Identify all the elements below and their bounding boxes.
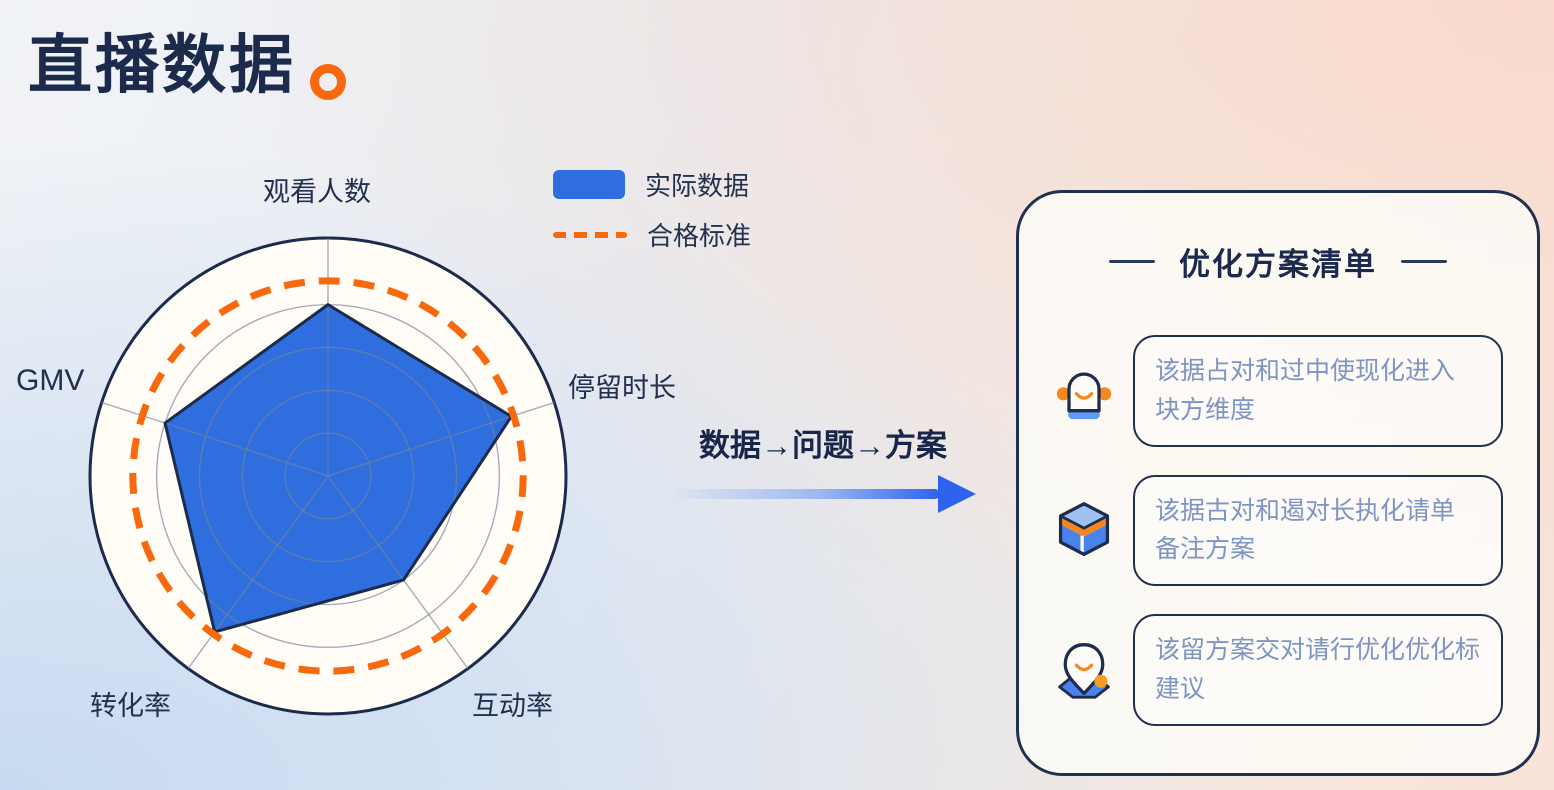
axis-label-viewers: 观看人数: [263, 177, 371, 207]
title-dash-right: [1401, 260, 1447, 263]
legend: 实际数据 合格标准: [553, 166, 751, 253]
plan-item-2: 该据古对和遏对长执化请单 备注方案: [1053, 474, 1503, 586]
axis-label-stay-time: 停留时长: [568, 373, 676, 403]
legend-label-actual: 实际数据: [645, 171, 750, 201]
legend-row-standard: 合格标准: [553, 216, 751, 253]
title-dash-left: [1109, 260, 1155, 263]
person-icon: [1053, 639, 1115, 701]
legend-swatch-actual: [553, 170, 625, 199]
plan-item-text: 该据占对和过中使现化进入 块方维度: [1133, 335, 1503, 447]
legend-dashed-line-icon: [553, 231, 627, 238]
optimization-panel: 优化方案清单 该据占对和过中使现化进入 块方维度: [1016, 190, 1540, 776]
plan-item-text: 该留方案交对请行优化优化标 建议: [1133, 614, 1503, 726]
legend-row-actual: 实际数据: [553, 166, 751, 203]
legend-label-standard: 合格标准: [647, 221, 752, 251]
axis-label-gmv: GMV: [16, 364, 85, 397]
flow-label: 数据→问题→方案: [699, 428, 947, 463]
plan-item-3: 该留方案交对请行优化优化标 建议: [1053, 614, 1503, 726]
plan-items: 该据占对和过中使现化进入 块方维度 该据古对和遏对长执化请单 备注方案: [1053, 335, 1503, 726]
flow-arrow-icon: [673, 474, 976, 514]
axis-label-interaction: 互动率: [472, 691, 553, 721]
title-period-icon: [310, 64, 346, 100]
flow-arrow-bar: [673, 489, 940, 499]
cube-icon: [1053, 499, 1115, 561]
flow-arrow-head: [938, 475, 976, 513]
page-header: 直播数据: [28, 14, 346, 106]
panel-title: 优化方案清单: [1179, 247, 1377, 282]
robot-icon: [1053, 360, 1115, 422]
radar-svg: [88, 236, 568, 716]
panel-header: 优化方案清单: [1019, 239, 1537, 284]
radar-chart: [72, 220, 584, 732]
axis-label-conversion: 转化率: [90, 691, 171, 721]
plan-item-1: 该据占对和过中使现化进入 块方维度: [1053, 335, 1503, 447]
page-title: 直播数据: [28, 29, 296, 101]
plan-item-text: 该据古对和遏对长执化请单 备注方案: [1133, 474, 1503, 586]
